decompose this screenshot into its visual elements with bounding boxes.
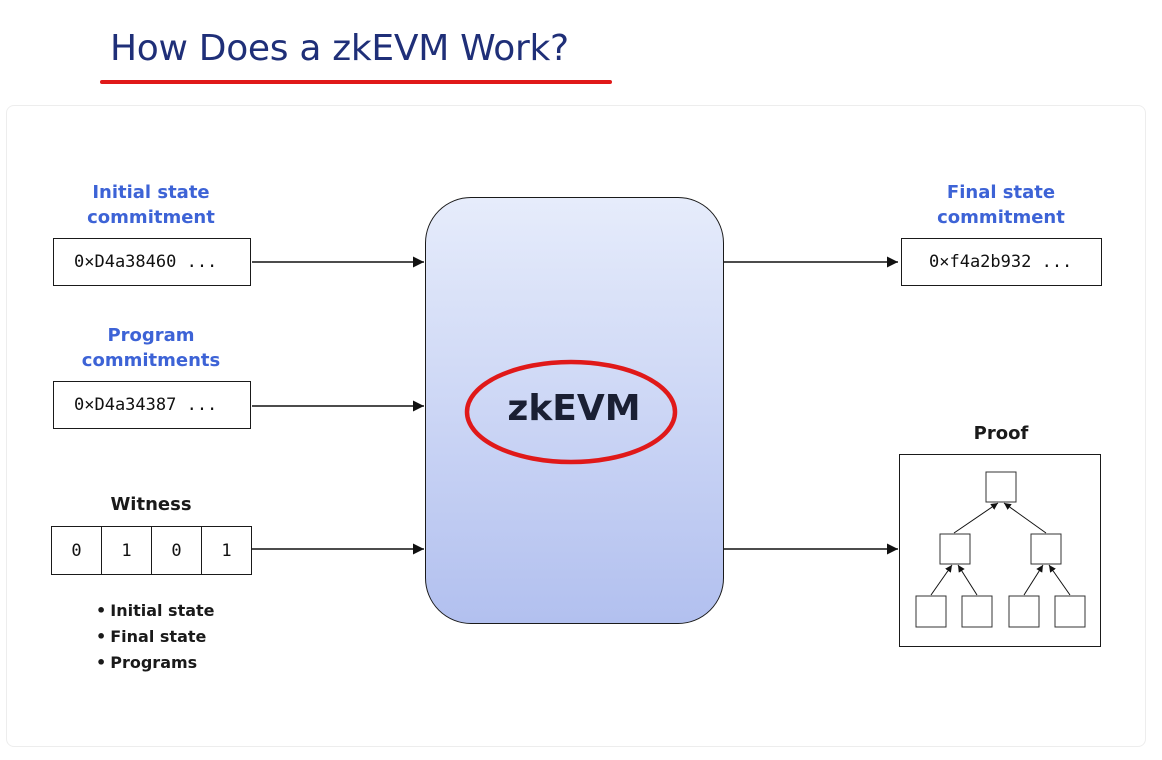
initial-state-label: Initial state commitment [87,182,215,228]
witness-bit: 1 [221,540,232,561]
page-title: How Does a zkEVM Work? [110,28,569,69]
title-underline [100,80,612,84]
witness-contents-list: Initial state Final state Programs [96,598,215,676]
witness-label: Witness [110,494,192,515]
tree-leaf-node [1054,595,1086,628]
witness-bit: 0 [152,527,202,574]
tree-leaf-node [961,595,993,628]
tree-leaf-node [915,595,947,628]
witness-bit: 1 [102,527,152,574]
zkevm-label: zkEVM [507,388,641,429]
proof-label: Proof [973,423,1029,444]
initial-state-value: 0×D4a38460 ... [74,252,218,272]
tree-node [939,533,971,565]
tree-leaf-node [1008,595,1040,628]
program-commitments-label: Program commitments [81,325,221,371]
list-item: Final state [96,624,215,650]
program-commitments-value: 0×D4a34387 ... [74,395,218,415]
initial-state-box: 0×D4a38460 ... [53,238,251,286]
list-item: Initial state [96,598,214,624]
tree-node [1030,533,1062,565]
witness-bit: 0 [52,527,102,574]
tree-root-node [985,471,1017,503]
final-state-box: 0×f4a2b932 ... [901,238,1102,286]
final-state-value: 0×f4a2b932 ... [929,252,1073,272]
final-state-label: Final state commitment [937,182,1065,228]
list-item: Programs [96,650,215,676]
witness-bits: 0 1 0 1 [51,526,252,575]
program-commitments-box: 0×D4a34387 ... [53,381,251,429]
